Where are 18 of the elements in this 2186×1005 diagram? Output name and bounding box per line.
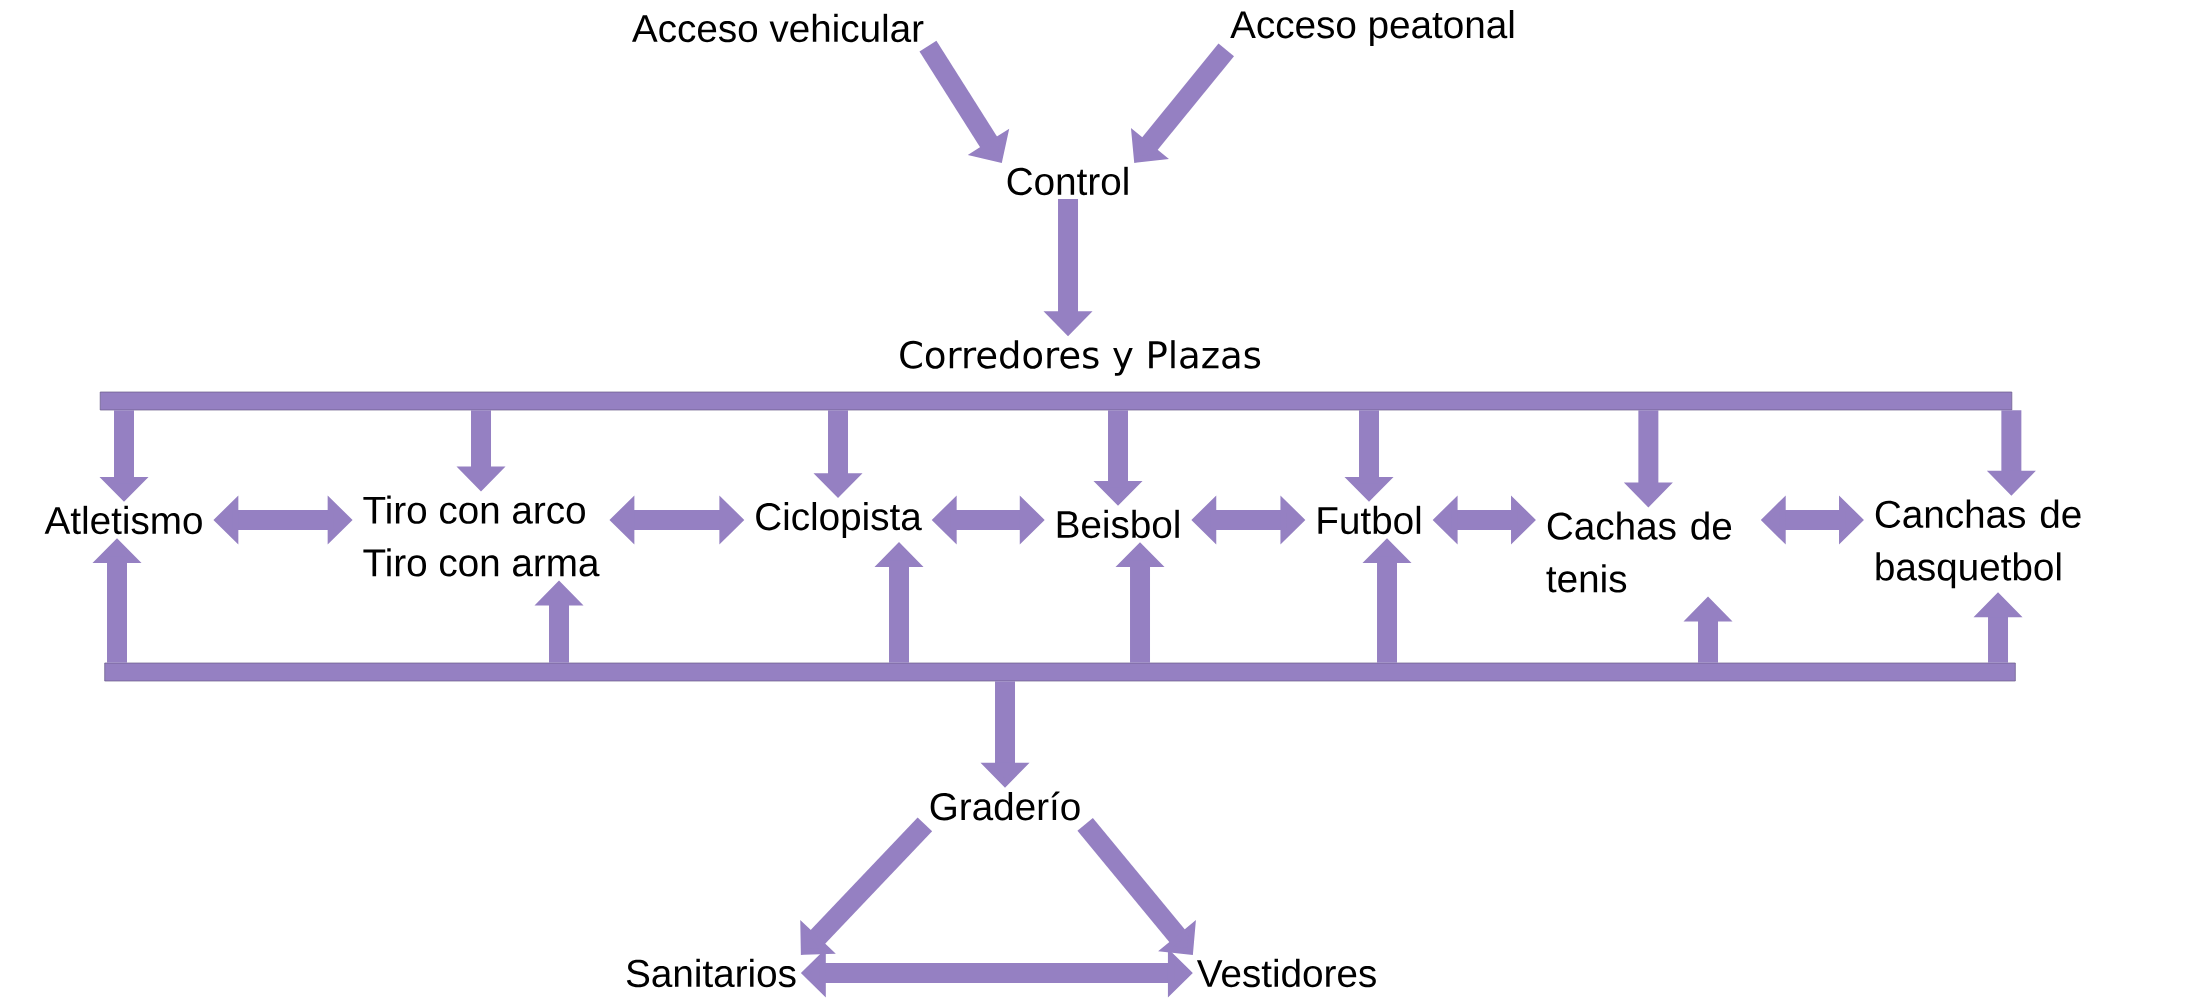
label: Beisbol: [1057, 509, 1179, 539]
label: Cachas de tenis: [1546, 511, 1732, 593]
label: Graderío: [930, 791, 1080, 821]
label: Acceso vehicular: [632, 13, 924, 43]
arrow: [800, 817, 933, 955]
arrow: [1077, 817, 1196, 955]
label: Futbol: [1318, 505, 1421, 535]
label: Atletismo: [44, 505, 202, 535]
label: Tiro con arco Tiro con arma: [363, 495, 600, 577]
heading: Corredores y Plazas: [900, 340, 1261, 376]
label: Ciclopista: [756, 502, 922, 538]
bar: [104, 662, 2016, 682]
label: Vestidores: [1196, 958, 1376, 988]
label: Canchas de basquetbol: [1875, 499, 2081, 589]
label: Control: [1007, 166, 1128, 196]
arrow: [919, 40, 1010, 163]
label: Acceso peatonal: [1230, 10, 1514, 46]
label: Sanitarios: [626, 958, 796, 988]
